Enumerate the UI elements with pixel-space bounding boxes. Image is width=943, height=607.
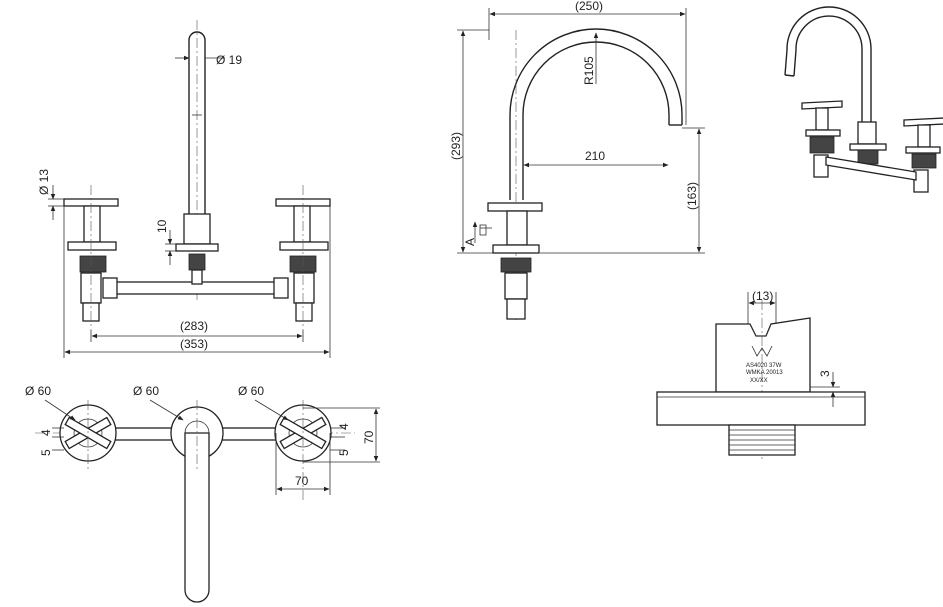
section-a-label: A [463, 238, 477, 246]
left-rosette-diameter-label: Ø 60 [25, 384, 51, 398]
side-elevation-view: (250) R105 (293) 210 (163) A [449, 0, 705, 320]
overall-span-label: (353) [180, 337, 208, 351]
handle-diameter-label: Ø 13 [37, 169, 51, 195]
left-dim-b-label: 5 [39, 449, 53, 456]
front-elevation-view: Ø 19 Ø 13 10 (283) (353) [37, 20, 331, 358]
inner-span-label: (283) [180, 319, 208, 333]
mark-line-1: AS4020 37W [746, 363, 782, 369]
mark-line-2: WMKA 20013 [746, 370, 783, 376]
depth-label: 70 [362, 430, 376, 444]
step-label: 3 [818, 370, 832, 377]
left-dim-a-label: 4 [39, 429, 53, 436]
width-label: 70 [295, 474, 309, 488]
mark-line-3: XX/XX [750, 378, 768, 384]
right-rosette-diameter-label: Ø 60 [238, 384, 264, 398]
plan-view: Ø 60 Ø 60 Ø 60 4 5 4 5 70 70 [25, 384, 380, 603]
height-label: (293) [449, 132, 463, 160]
inner-reach-label: 210 [585, 149, 605, 163]
right-dim-b-label: 5 [337, 449, 351, 456]
center-rosette-diameter-label: Ø 60 [133, 384, 159, 398]
isometric-view [784, 6, 943, 193]
outlet-height-label: (163) [685, 182, 699, 210]
watermark-logo-icon [751, 345, 773, 357]
spout-diameter-label: Ø 19 [216, 53, 242, 67]
right-dim-a-label: 4 [337, 423, 351, 430]
radius-label: R105 [582, 56, 596, 85]
detail-view: (13) 3 AS4020 37W WMKA 20013 XX/XX [656, 289, 866, 460]
slot-width-label: (13) [752, 289, 773, 303]
reach-label: (250) [575, 0, 603, 13]
flange-height-label: 10 [155, 219, 169, 233]
